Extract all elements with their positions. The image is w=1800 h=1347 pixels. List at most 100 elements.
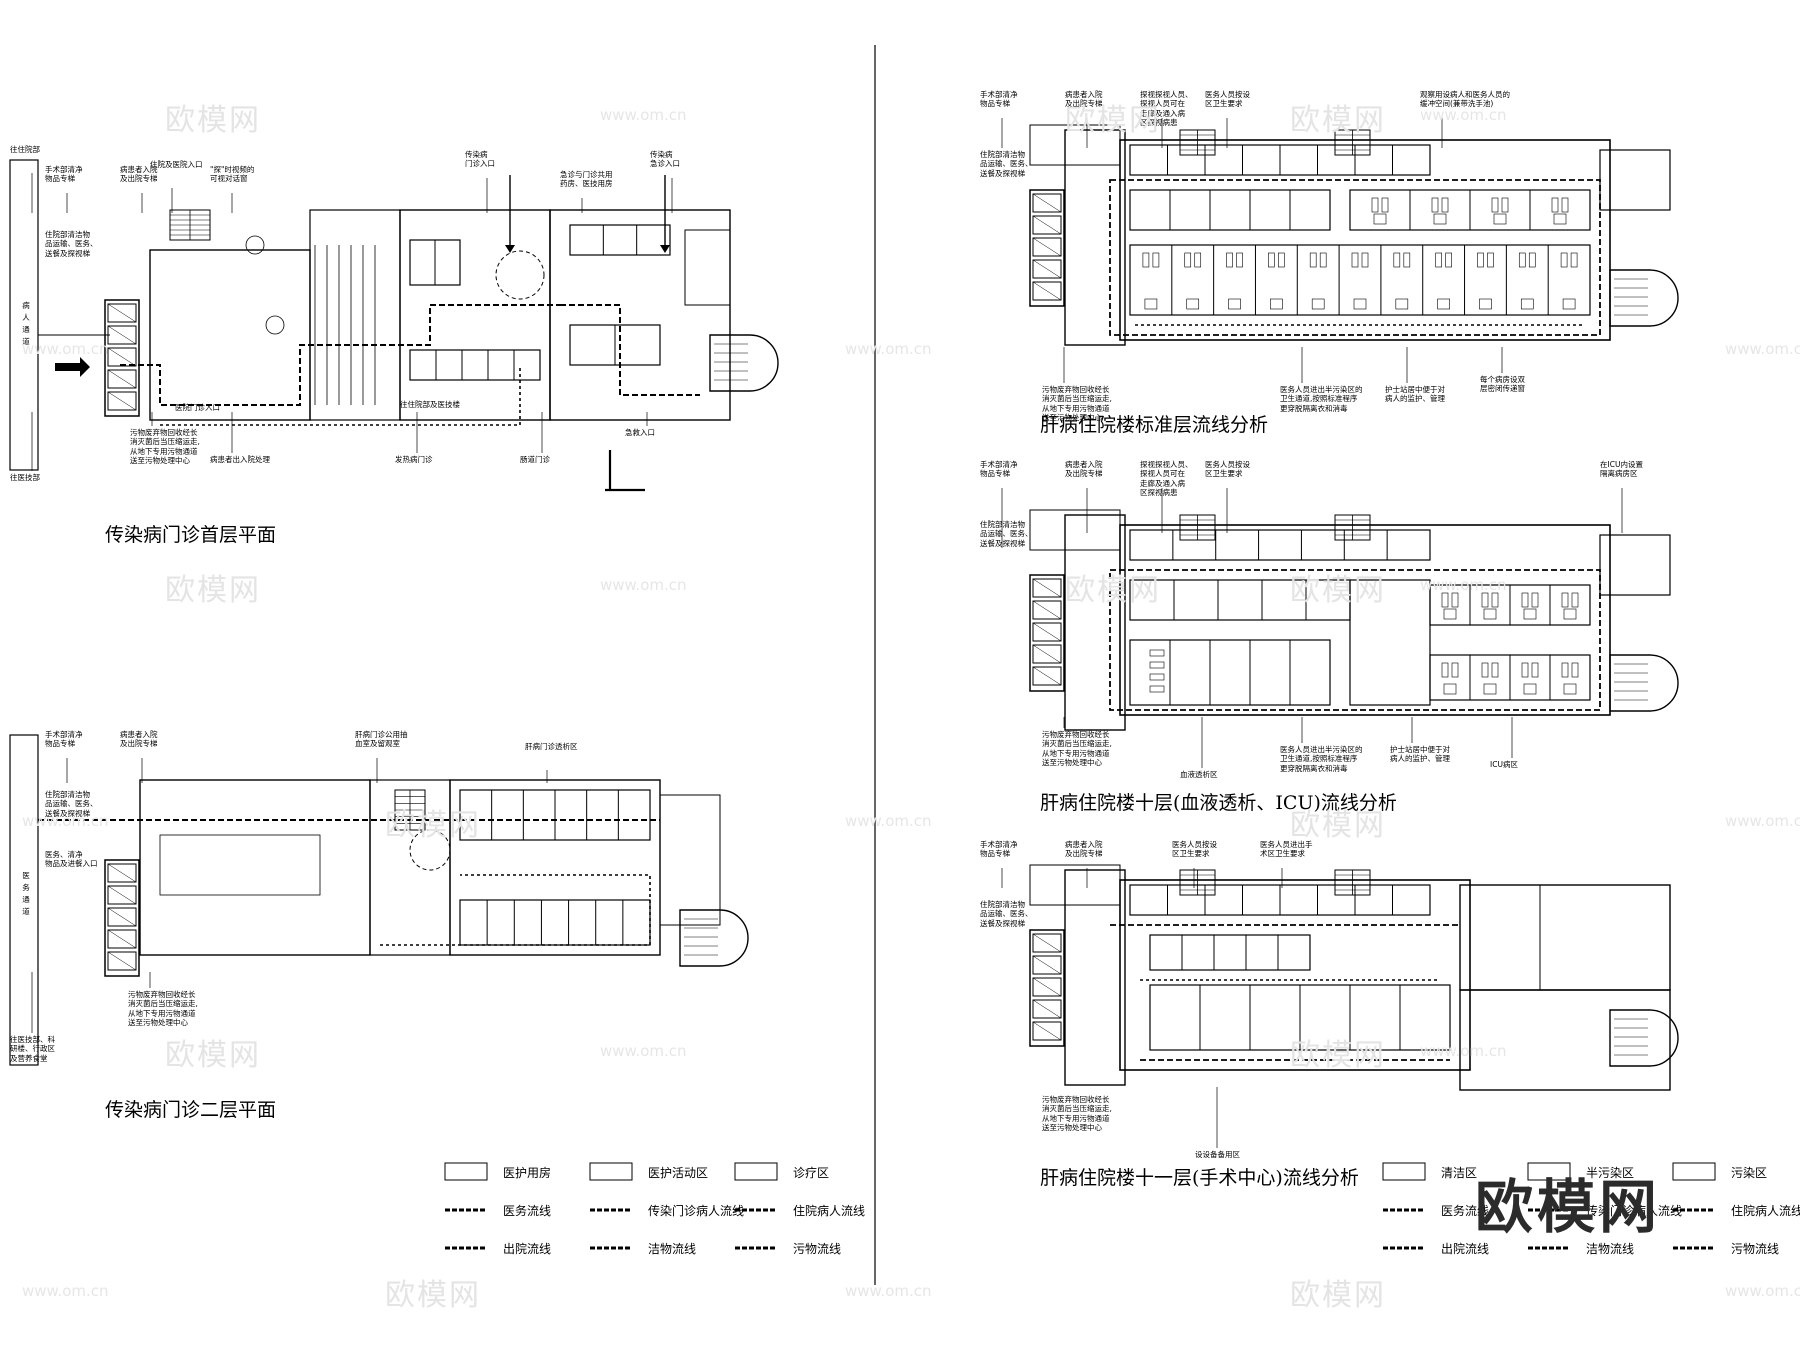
- legend-label: 医务流线: [1441, 1204, 1490, 1218]
- watermark-url: www.om.cn: [1725, 340, 1800, 358]
- plan-annotation: 病患者入院 及出院专梯: [120, 165, 158, 184]
- watermark-logo: 欧模网: [1290, 573, 1386, 608]
- plan-annotation: 在ICU内设置 隔离病房区: [1600, 460, 1643, 479]
- plan-annotation: 污物废弃物回收经长 消灭菌后当压缩运走, 从地下专用污物通道 送至污物处理中心: [1042, 730, 1112, 768]
- legend-swatch: [444, 1162, 488, 1181]
- legend-label: 污染区: [1731, 1166, 1768, 1180]
- watermark-logo: 欧模网: [165, 1038, 261, 1073]
- legend-label: 传染门诊病人流线: [1586, 1204, 1683, 1218]
- watermark-url: www.om.cn: [1420, 1042, 1507, 1060]
- legend-left: [444, 1162, 778, 1250]
- watermark-logo: 欧模网: [385, 808, 481, 843]
- legend-label: 污物流线: [793, 1242, 842, 1256]
- brand-logo: 欧模网: [1475, 1173, 1662, 1241]
- plan-annotation: 发热病门诊: [395, 455, 433, 464]
- plan-annotation: 血液透析区: [1180, 770, 1218, 779]
- plan-title: 传染病门诊二层平面: [105, 1099, 277, 1121]
- legend-label: 污物流线: [1731, 1242, 1780, 1256]
- floor-plan-p3: [1029, 124, 1679, 346]
- plan-annotation: 探视探视人员、 探视人员可在 走廊及通入病 区探视病患: [1140, 460, 1193, 498]
- plan-annotation: 观察用设病人和医务人员的 缓冲空间(兼带洗手池): [1420, 90, 1510, 109]
- plan-annotation: 住院部清洁物 品运输、医务、 送餐及探视梯: [980, 900, 1033, 928]
- plan-annotation: 往住院部及医技楼: [400, 400, 460, 409]
- watermark-url: www.om.cn: [1420, 576, 1507, 594]
- watermark-url: www.om.cn: [600, 106, 687, 124]
- watermark-logo: 欧模网: [165, 103, 261, 138]
- plan-annotation: 污物废弃物回收经长 消灭菌后当压缩运走, 从地下专用污物通道 送至污物处理中心: [128, 990, 198, 1028]
- watermark-url: www.om.cn: [600, 1042, 687, 1060]
- plan-title: 肝病住院楼十层(血液透析、ICU)流线分析: [1040, 792, 1397, 814]
- legend-swatch: [734, 1162, 778, 1181]
- plan-annotation: 肠道门诊: [520, 455, 550, 464]
- watermark-logo: 欧模网: [1290, 808, 1386, 843]
- plan-annotation: 传染病 门诊入口: [465, 150, 495, 169]
- legend-label: 出院流线: [1441, 1242, 1490, 1256]
- legend-swatch: [1527, 1162, 1571, 1181]
- plan-annotation: 护士站居中便于对 病人的监护、管理: [1385, 385, 1445, 404]
- plan-annotation: 急救入口: [625, 428, 655, 437]
- plan-annotation: 往医技部、科 研楼、行政区 及营养食堂: [10, 1035, 55, 1063]
- watermark-logo: 欧模网: [165, 573, 261, 608]
- plan-annotation: 往住院部: [10, 145, 40, 154]
- plan-annotation: 病患者出入院处理: [210, 455, 270, 464]
- plan-annotation: 病患者入院 及出院专梯: [1065, 840, 1103, 859]
- plan-annotation: 住院部清洁物 品运输、医务、 送餐及探视梯: [45, 230, 98, 258]
- plan-annotation: 住院部清洁物 品运输、医务、 送餐及探视梯: [980, 150, 1033, 178]
- plan-annotation: 污物废弃物回收经长 消灭菌后当压缩运走, 从地下专用污物通道 送至污物处理中心: [130, 428, 200, 466]
- plan-title: 传染病门诊首层平面: [105, 524, 277, 546]
- plan-annotation: 医务人员进出半污染区的 卫生通道,按照标准程序 更穿脱隔离衣和消毒: [1280, 745, 1363, 773]
- legend-swatch: [1672, 1162, 1716, 1181]
- watermark-url: www.om.cn: [22, 340, 109, 358]
- plan-annotation: 急诊与门诊共用 药房、医技用房: [560, 170, 613, 189]
- floor-plan-p5: [1029, 864, 1679, 1091]
- plan-annotation: 手术部清净 物品专梯: [45, 730, 83, 749]
- plan-annotation: 设设备备用区: [1195, 1150, 1240, 1159]
- plan-annotation: ICU病区: [1490, 760, 1518, 769]
- plan-annotation: 传染病 急诊入口: [650, 150, 680, 169]
- legend-label: 住院病人流线: [1731, 1204, 1800, 1218]
- floor-plan-p4: [1029, 509, 1679, 731]
- legend-label: 医护用房: [503, 1166, 552, 1180]
- plan-annotation: "探"时视频的 可视对话窗: [210, 165, 255, 184]
- plan-annotation: 医务人员进出半污染区的 卫生通道,按照标准程序 更穿脱隔离衣和消毒: [1280, 385, 1363, 413]
- plan-annotation: 住院及医院入口: [150, 160, 203, 169]
- legend-label: 医务流线: [503, 1204, 552, 1218]
- plan-annotation: 住院部清洁物 品运输、医务、 送餐及探视梯: [980, 520, 1033, 548]
- watermark-url: www.om.cn: [1725, 812, 1800, 830]
- plan-annotation: 污物废弃物回收经长 消灭菌后当压缩运走, 从地下专用污物通道 送至污物处理中心: [1042, 385, 1112, 423]
- plan-annotation: 病患者入院 及出院专梯: [120, 730, 158, 749]
- watermark-url: www.om.cn: [1725, 1282, 1800, 1300]
- plan-title: 肝病住院楼标准层流线分析: [1040, 414, 1269, 436]
- plan-annotation: 病人通道: [22, 301, 30, 346]
- legend-label: 洁物流线: [648, 1242, 697, 1256]
- plan-annotation: 住院部清洁物 品运输、医务、 送餐及探视梯: [45, 790, 98, 818]
- plan-annotation: 医院门诊入口: [175, 403, 220, 412]
- plan-annotation: 医务通道: [22, 871, 30, 916]
- watermark-logo: 欧模网: [385, 1278, 481, 1313]
- plan-annotation: 手术部清净 物品专梯: [980, 840, 1018, 859]
- plan-annotation: 病患者入院 及出院专梯: [1065, 90, 1103, 109]
- watermark-logo: 欧模网: [1290, 1278, 1386, 1313]
- watermark-logo: 欧模网: [1290, 103, 1386, 138]
- legend-swatch: [1382, 1162, 1426, 1181]
- plan-annotation: 医务人员按设 区卫生要求: [1205, 460, 1250, 479]
- plan-annotation: 探视探视人员、 探视人员可在 走廊及通入病 区探视病患: [1140, 90, 1193, 128]
- legend-label: 出院流线: [503, 1242, 552, 1256]
- legend-right: [1382, 1162, 1716, 1250]
- watermark-url: www.om.cn: [845, 1282, 932, 1300]
- plan-annotation: 医务人员按设 区卫生要求: [1205, 90, 1250, 109]
- floor-plan-p2: [9, 734, 749, 1066]
- watermark-url: www.om.cn: [600, 576, 687, 594]
- watermark-logo: 欧模网: [1290, 1038, 1386, 1073]
- plan-annotation: 手术部清净 物品专梯: [45, 165, 83, 184]
- legend-swatch: [589, 1162, 633, 1181]
- plan-annotation: 肝病门诊公用抽 血室及留观室: [355, 730, 408, 749]
- plan-annotation: 医务人员进出手 术区卫生要求: [1260, 840, 1313, 859]
- watermark-url: www.om.cn: [22, 1282, 109, 1300]
- legend-label: 洁物流线: [1586, 1242, 1635, 1256]
- plan-annotation: 病患者入院 及出院专梯: [1065, 460, 1103, 479]
- plan-annotation: 医务人员按设 区卫生要求: [1172, 840, 1217, 859]
- legend-label: 传染门诊病人流线: [648, 1204, 745, 1218]
- plan-annotation: 医务、清净 物品及进餐入口: [45, 850, 98, 869]
